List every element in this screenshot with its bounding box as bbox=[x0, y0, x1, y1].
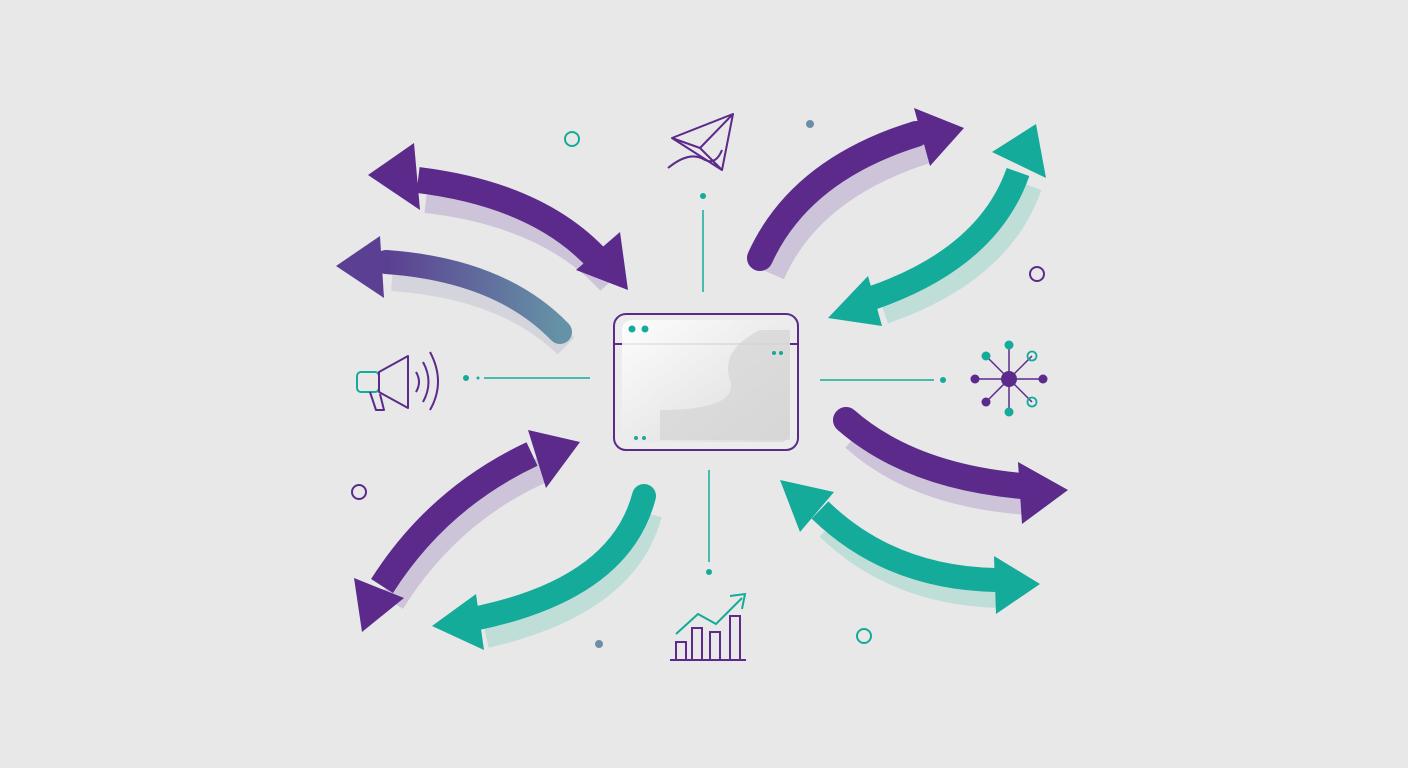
arrow-top-right-bidirectional bbox=[828, 124, 1046, 326]
connector-lines bbox=[463, 193, 946, 575]
arrow-top-left-bidirectional bbox=[368, 143, 628, 291]
arrow-top-right-outgoing bbox=[747, 108, 964, 280]
paper-plane-icon bbox=[667, 113, 734, 171]
window-dot-1 bbox=[628, 325, 636, 333]
arrow-bottom-left-bidirectional bbox=[354, 430, 580, 632]
window-dot-2 bbox=[641, 325, 649, 333]
network-node-icon bbox=[970, 340, 1048, 417]
growth-chart-icon bbox=[670, 592, 747, 661]
decorative-dots bbox=[351, 120, 1045, 648]
browser-window-icon bbox=[613, 313, 799, 451]
arrow-left-outgoing bbox=[336, 236, 575, 355]
arrow-right-outgoing bbox=[833, 407, 1068, 524]
megaphone-icon bbox=[356, 351, 439, 411]
arrow-bottom-right-bidirectional bbox=[780, 480, 1040, 614]
arrow-bottom-incoming bbox=[432, 484, 662, 650]
